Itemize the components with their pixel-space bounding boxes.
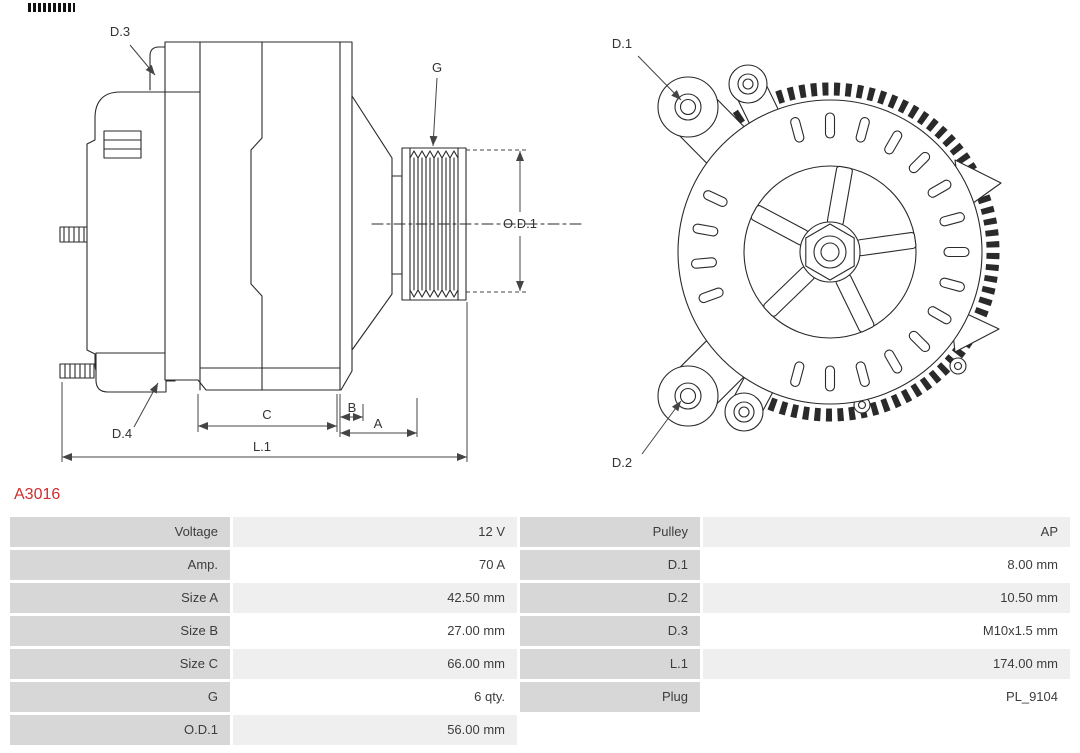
- vent-slot: [824, 365, 836, 392]
- spec-value: 70 A: [233, 550, 517, 580]
- spec-value: M10x1.5 mm: [703, 616, 1070, 646]
- terminal-stud-lower: [59, 363, 95, 379]
- part-number: A3016: [14, 486, 61, 503]
- spec-value: 56.00 mm: [233, 715, 517, 745]
- shaft-bore: [820, 242, 840, 262]
- spec-value: AP: [703, 517, 1070, 547]
- spec-value: 27.00 mm: [233, 616, 517, 646]
- leader-lines: [637, 55, 682, 455]
- table-row: Size C 66.00 mm L.1 174.00 mm: [10, 649, 1070, 679]
- spec-value: 66.00 mm: [233, 649, 517, 679]
- table-row: O.D.1 56.00 mm: [10, 715, 1070, 745]
- spec-label: D.1: [520, 550, 700, 580]
- shaft-nut: [805, 223, 855, 281]
- spec-label: D.2: [520, 583, 700, 613]
- alternator-side-view-diagram: D.3 G O.D.1 D.4 C B A L.1: [59, 24, 586, 462]
- dimension-labels: D.3 G O.D.1 D.4 C B A L.1: [110, 24, 537, 454]
- table-row: Amp. 70 A D.1 8.00 mm: [10, 550, 1070, 580]
- spec-label: D.3: [520, 616, 700, 646]
- shaft-end: [813, 235, 847, 269]
- stator-body: [164, 41, 353, 391]
- label-od1: O.D.1: [503, 216, 537, 231]
- spec-table: Voltage 12 V Pulley AP Amp. 70 A D.1 8.0…: [10, 517, 1070, 748]
- serrated-rim: [732, 82, 1000, 422]
- spec-label: Size B: [10, 616, 230, 646]
- spec-label: Plug: [520, 682, 700, 712]
- label-c: C: [262, 407, 271, 422]
- spec-value: 10.50 mm: [703, 583, 1070, 613]
- spec-value: 6 qty.: [233, 682, 517, 712]
- terminal-block: [95, 352, 167, 393]
- table-row: Size B 27.00 mm D.3 M10x1.5 mm: [10, 616, 1070, 646]
- spec-label: Size A: [10, 583, 230, 613]
- label-d4: D.4: [112, 426, 132, 441]
- table-row: G 6 qty. Plug PL_9104: [10, 682, 1070, 712]
- regulator-grill: [103, 130, 142, 159]
- spec-label: G: [10, 682, 230, 712]
- spec-value: 8.00 mm: [703, 550, 1070, 580]
- drive-end-bracket: [351, 95, 393, 351]
- table-row: Voltage 12 V Pulley AP: [10, 517, 1070, 547]
- spec-label: L.1: [520, 649, 700, 679]
- label-l1: L.1: [253, 439, 271, 454]
- spec-label: Size C: [10, 649, 230, 679]
- shaft: [391, 175, 403, 275]
- alternator-front-view-diagram: D.1 D.2: [612, 36, 1002, 470]
- table-row: Size A 42.50 mm D.2 10.50 mm: [10, 583, 1070, 613]
- spec-label: O.D.1: [10, 715, 230, 745]
- spec-label: [520, 715, 700, 745]
- spec-label: Voltage: [10, 517, 230, 547]
- vent-slot: [824, 112, 836, 139]
- spec-label: Pulley: [520, 517, 700, 547]
- rim-tab: [853, 357, 967, 414]
- body-detail-lines: [164, 41, 341, 391]
- spec-value: 174.00 mm: [703, 649, 1070, 679]
- terminal-stud: [59, 226, 89, 243]
- label-d1: D.1: [612, 36, 632, 51]
- label-a: A: [374, 416, 383, 431]
- label-d2: D.2: [612, 455, 632, 470]
- label-b: B: [348, 400, 357, 415]
- spec-label: Amp.: [10, 550, 230, 580]
- spec-value: PL_9104: [703, 682, 1070, 712]
- vent-slot: [690, 256, 718, 270]
- spec-value: 42.50 mm: [233, 583, 517, 613]
- dimension-lines: [61, 44, 528, 462]
- mounting-hole: [674, 73, 759, 423]
- vent-slot: [943, 246, 970, 258]
- spec-value: 12 V: [233, 517, 517, 547]
- spec-value: [703, 715, 1070, 745]
- hole-labels: D.1 D.2: [612, 36, 632, 470]
- label-g: G: [432, 60, 442, 75]
- label-d3: D.3: [110, 24, 130, 39]
- barcode-mark: [28, 3, 75, 12]
